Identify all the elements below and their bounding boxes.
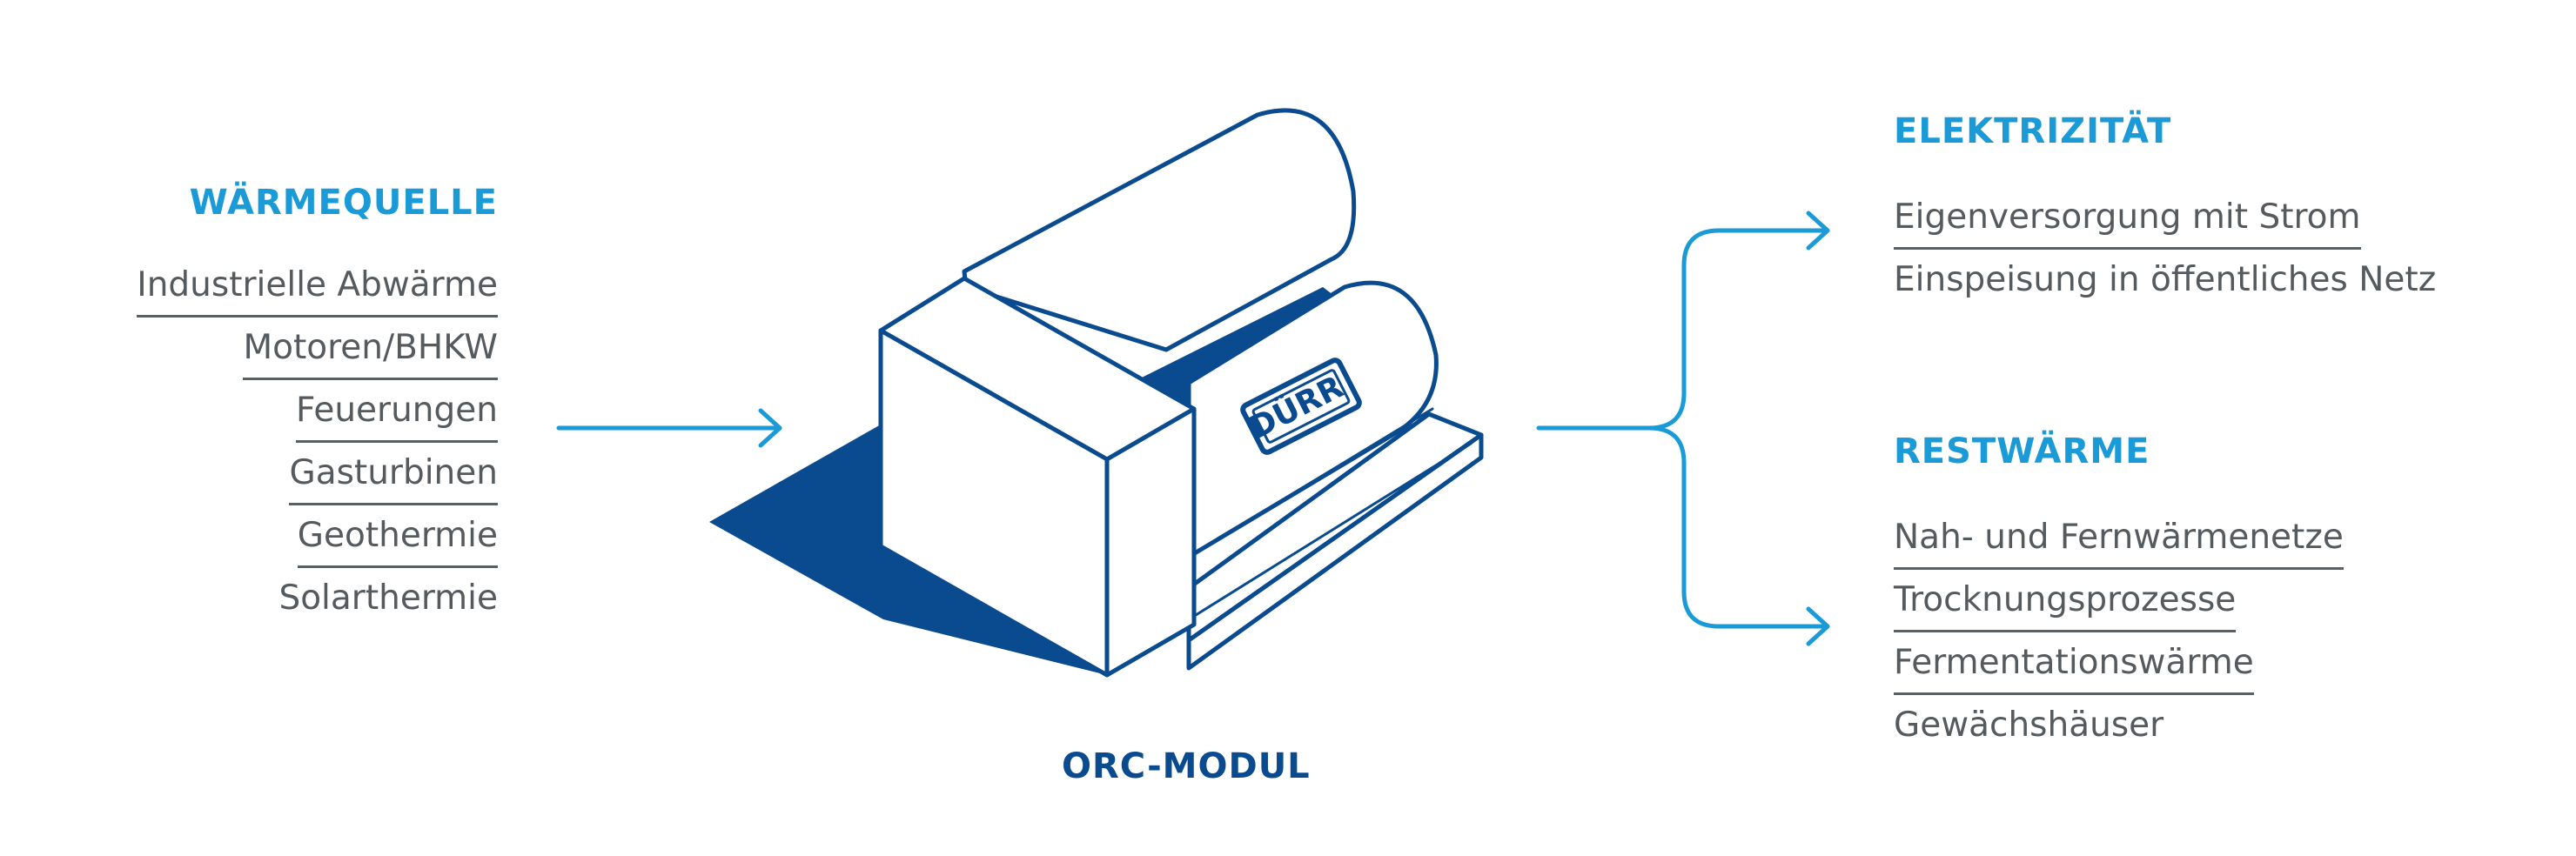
list-item: Eigenversorgung mit Strom	[1894, 186, 2436, 250]
module-base-side	[1186, 432, 1484, 671]
residual-heat-title: RESTWÄRME	[1894, 431, 2150, 471]
brace-split-arrow-icon	[1536, 211, 1830, 646]
heat-source-list: Industrielle Abwärme Motoren/BHKW Feueru…	[137, 254, 498, 630]
module-label: ORC-MODUL	[1062, 746, 1311, 786]
list-item: Motoren/BHKW	[137, 317, 498, 380]
list-item: Feuerungen	[137, 379, 498, 443]
electricity-title: ELEKTRIZITÄT	[1894, 111, 2172, 151]
list-item: Fermentationswärme	[1894, 632, 2344, 695]
list-item: Nah- und Fernwärmenetze	[1894, 506, 2344, 570]
residual-heat-list: Nah- und Fernwärmenetze Trocknungsprozes…	[1894, 506, 2344, 757]
arrow-right-icon	[556, 408, 782, 448]
list-item: Trocknungsprozesse	[1894, 569, 2344, 632]
list-item: Solarthermie	[278, 578, 498, 618]
list-item: Industrielle Abwärme	[137, 254, 498, 318]
list-item: Gewächshäuser	[1894, 706, 2164, 745]
electricity-list: Eigenversorgung mit Strom Einspeisung in…	[1894, 186, 2436, 311]
list-item: Geothermie	[137, 505, 498, 568]
module-cylinder-back	[962, 108, 1357, 352]
durr-logo	[1240, 358, 1362, 455]
list-item: Einspeisung in öffentliches Netz	[1894, 260, 2437, 299]
orc-module-illustration: DÜRR	[709, 108, 1484, 678]
module-shadow	[709, 425, 1107, 675]
heat-source-title: WÄRMEQUELLE	[189, 183, 498, 223]
list-item: Gasturbinen	[137, 442, 498, 505]
